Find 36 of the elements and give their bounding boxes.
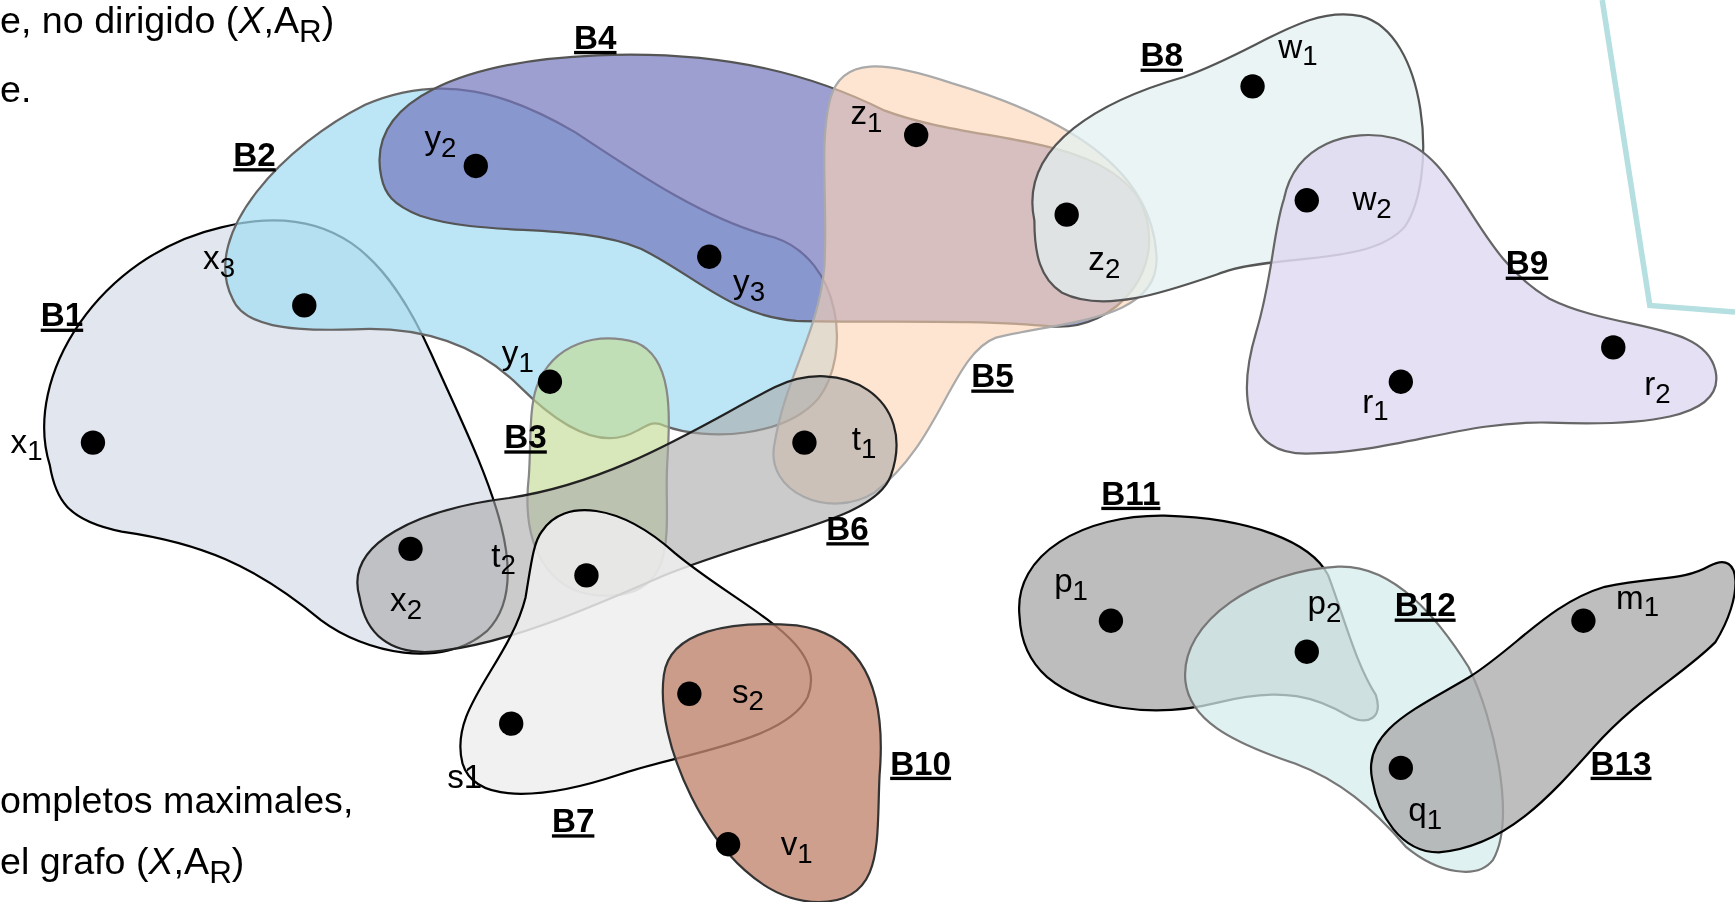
set-label: B3 (504, 420, 547, 454)
vertex-label: y$_{2}$ (424, 121, 457, 162)
text-line: el grafo (X,A$_{R}$) (0, 840, 245, 890)
vertex-label: t$_{1}$ (851, 422, 877, 463)
vertex-label: w$_{2}$ (1352, 182, 1392, 223)
set-label: B11 (1101, 476, 1161, 511)
vertex-label: t$_{2}$ (491, 538, 516, 579)
vertex-label: s$_{2}$ (732, 674, 764, 715)
vertex-label: r$_{1}$ (1362, 385, 1389, 425)
set-label: B4 (574, 21, 617, 55)
vertex-label: v$_{1}$ (780, 827, 813, 868)
text-line: e, no dirigido (X,A$_{R}$) (0, 0, 335, 49)
vertex-label: z$_{2}$ (1088, 242, 1121, 283)
vertex-label: q$_{1}$ (1408, 793, 1443, 834)
vertex-label: z$_{1}$ (850, 96, 883, 137)
text-line: e. (0, 68, 32, 110)
set-label: B1 (40, 298, 84, 332)
vertex-label: w$_{1}$ (1278, 29, 1318, 70)
set-label: B10 (890, 746, 952, 781)
vertex-label: y$_{1}$ (501, 336, 534, 377)
set-label: B7 (551, 804, 595, 838)
vertex-label: x$_{2}$ (390, 583, 423, 623)
vertex-label: p$_{2}$ (1307, 586, 1342, 627)
vertex-label: y$_{3}$ (733, 265, 766, 306)
set-label: B12 (1394, 588, 1456, 622)
set-label: B8 (1140, 38, 1184, 72)
set-label: B13 (1590, 746, 1652, 781)
vertex-label: r$_{2}$ (1644, 367, 1671, 408)
text-line: ompletos maximales, (0, 780, 354, 822)
set-label: B2 (233, 138, 276, 172)
vertex-label: x$_{1}$ (10, 424, 43, 465)
vertex-label: p$_{1}$ (1054, 564, 1088, 605)
vertex-label: m$_{1}$ (1616, 580, 1660, 621)
set-label: B5 (971, 359, 1014, 393)
set-label: B6 (826, 512, 869, 546)
set-label: B9 (1505, 246, 1549, 280)
